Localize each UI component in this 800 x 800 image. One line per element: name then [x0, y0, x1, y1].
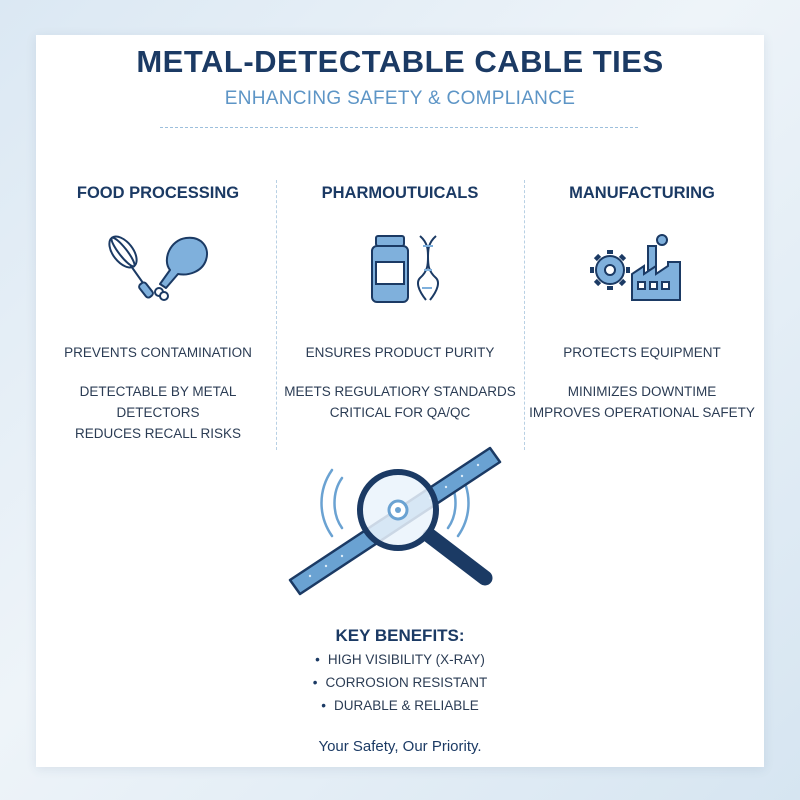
benefit-text: HIGH VISIBILITY (X-RAY): [327, 652, 485, 667]
key-benefits: KEY BENEFITS: • HIGH VISIBILITY (X-RAY) •…: [0, 624, 800, 717]
benefit-line: ENSURES PRODUCT PURITY: [305, 345, 495, 360]
detection-illustration: [280, 440, 520, 600]
page-title: METAL-DETECTABLE CABLE TIES: [136, 44, 664, 79]
tagline: Your Safety, Our Priority.: [318, 738, 482, 755]
column-pharmaceuticals: PHARMOUTUICALS ENSURES PRODUCT PURITY ME…: [282, 180, 518, 423]
gear-icon: [590, 250, 630, 290]
magnifier-icon: [357, 469, 493, 586]
column-divider: [524, 180, 525, 450]
benefit-text: CORROSION RESISTANT: [325, 675, 488, 690]
benefit-line: IMPROVES OPERATIONAL SAFETY: [529, 405, 755, 420]
column-divider: [276, 180, 277, 450]
list-item: • HIGH VISIBILITY (X-RAY): [0, 648, 800, 671]
benefits-heading: KEY BENEFITS:: [335, 626, 465, 645]
bullet-icon: •: [321, 698, 326, 713]
column-heading: MANUFACTURING: [569, 184, 715, 202]
page-subtitle: ENHANCING SAFETY & COMPLIANCE: [224, 88, 576, 109]
medicine-jar-icon: [371, 235, 409, 303]
bullet-icon: •: [312, 675, 318, 690]
bullet-icon: •: [315, 652, 320, 667]
dna-icon: [417, 235, 439, 301]
column-manufacturing: MANUFACTURING: [524, 180, 760, 423]
benefit-line: MINIMIZES DOWNTIME: [567, 384, 717, 399]
list-item: • CORROSION RESISTANT: [0, 671, 800, 694]
pharma-icons: [340, 230, 460, 308]
benefit-text: DURABLE & RELIABLE: [333, 698, 479, 713]
benefits-list: • HIGH VISIBILITY (X-RAY) • CORROSION RESI…: [0, 648, 800, 717]
benefit-line: CRITICAL FOR QA/QC: [329, 405, 471, 420]
drumstick-icon: [154, 236, 208, 301]
column-food-processing: FOOD PROCESSING PREVENTS CONTAMINATION D…: [40, 180, 276, 444]
benefit-line: PROTECTS EQUIPMENT: [563, 345, 721, 360]
food-icons: [98, 230, 218, 308]
whisk-icon: [108, 235, 154, 299]
benefit-line: MEETS REGULATIORY STANDARDS: [284, 384, 516, 399]
factory-icon: [631, 234, 681, 301]
list-item: • DURABLE & RELIABLE: [0, 694, 800, 717]
benefit-line: PREVENTS CONTAMINATION: [64, 345, 252, 360]
manufacturing-icons: [582, 230, 702, 308]
infographic-card: [36, 35, 764, 767]
benefit-line: REDUCES RECALL RISKS: [74, 426, 242, 441]
header-divider: [160, 127, 638, 128]
column-heading: PHARMOUTUICALS: [321, 184, 479, 202]
benefit-line: DETECTABLE BY METAL DETECTORS: [79, 384, 237, 420]
column-heading: FOOD PROCESSING: [76, 184, 240, 202]
